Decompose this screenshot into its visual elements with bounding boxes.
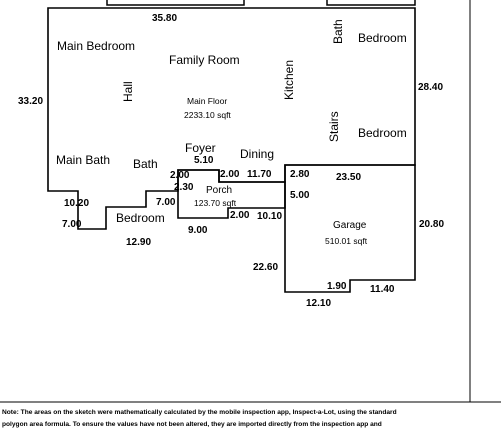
dim-top: 35.80 — [152, 13, 177, 24]
room-label-family-room: Family Room — [169, 53, 240, 67]
room-label-dining: Dining — [240, 147, 274, 161]
top-cutoff-wall-right — [326, 0, 416, 6]
room-label-main-bedroom: Main Bedroom — [57, 39, 135, 53]
dim-right-upper: 28.40 — [418, 82, 443, 93]
dim-bedroom-bottom-width: 12.90 — [126, 237, 151, 248]
dim-dining-width: 11.70 — [247, 169, 272, 180]
room-label-bedroom-bottom: Bedroom — [116, 211, 165, 225]
sketch-note: Note: The areas on the sketch were mathe… — [2, 407, 501, 431]
dim-garage-jog-bottom: 2.00 — [230, 210, 250, 221]
area-value-garage: 510.01 sqft — [325, 236, 368, 246]
dim-porch-depth: 2.30 — [174, 182, 194, 193]
garage-outline — [284, 164, 416, 293]
dim-porch-jog-right: 2.00 — [220, 169, 240, 180]
room-label-bedroom-top-right: Bedroom — [358, 31, 407, 45]
area-label-main-floor: Main Floor — [187, 96, 227, 106]
top-cutoff-wall — [106, 0, 245, 6]
room-label-stairs: Stairs — [327, 111, 341, 142]
dim-porch-bottom: 9.00 — [188, 225, 208, 236]
dim-garage-bottom-right: 11.40 — [370, 284, 395, 295]
area-value-main-floor: 2233.10 sqft — [184, 110, 231, 120]
room-label-bedroom-right: Bedroom — [358, 126, 407, 140]
dim-porch-left-wall: 7.00 — [156, 197, 176, 208]
note-line-1: Note: The areas on the sketch were mathe… — [2, 409, 397, 416]
dim-garage-door-jog: 1.90 — [327, 281, 347, 292]
room-label-porch: Porch — [206, 185, 232, 196]
room-label-hall: Hall — [121, 81, 135, 102]
room-label-bath: Bath — [133, 157, 158, 171]
dim-garage-jog: 5.00 — [290, 190, 310, 201]
dim-bedroom-left: 7.00 — [62, 219, 82, 230]
dim-garage-jog-width: 10.10 — [257, 211, 282, 222]
dim-stair-offset: 2.80 — [290, 169, 310, 180]
dim-garage-right: 20.80 — [419, 219, 444, 230]
dim-garage-left: 22.60 — [253, 262, 278, 273]
dim-left: 33.20 — [18, 96, 43, 107]
dim-garage-bottom: 12.10 — [306, 298, 331, 309]
room-label-bath-top: Bath — [331, 19, 345, 44]
room-label-main-bath: Main Bath — [56, 153, 110, 167]
dim-foyer-width: 5.10 — [194, 155, 214, 166]
room-label-kitchen: Kitchen — [282, 60, 296, 100]
area-value-porch: 123.70 sqft — [194, 198, 237, 208]
dim-porch-jog-left: 2.00 — [170, 170, 190, 181]
room-label-foyer: Foyer — [185, 141, 216, 155]
dim-main-bath-step: 10.20 — [64, 198, 89, 209]
dim-garage-width: 23.50 — [336, 172, 361, 183]
room-label-garage: Garage — [333, 220, 367, 231]
note-line-2: polygon area formula. To ensure the valu… — [2, 421, 382, 428]
